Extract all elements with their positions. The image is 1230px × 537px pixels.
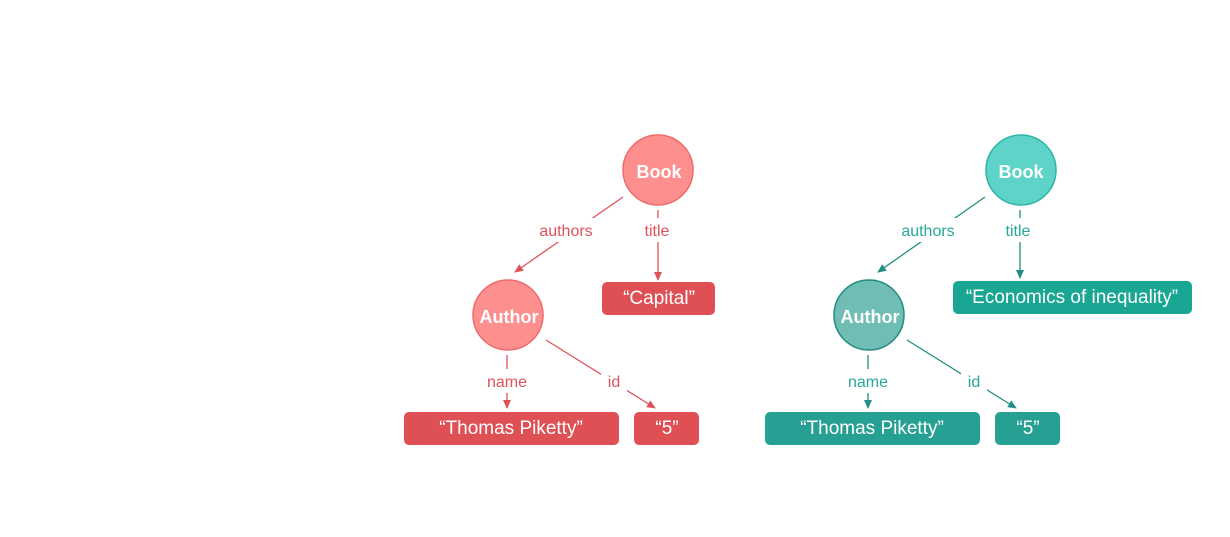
book-node-label: Book xyxy=(637,162,683,182)
edge-label-name: name xyxy=(848,374,888,391)
edge-label-bg xyxy=(997,218,1041,242)
value-box-name xyxy=(404,412,619,445)
edge-label-authors: authors xyxy=(901,223,954,240)
author-node xyxy=(472,279,544,351)
value-id-text: “5” xyxy=(1016,418,1039,439)
edge-label-bg xyxy=(534,218,600,242)
edge-label-bg xyxy=(961,369,987,393)
edge-label-name: name xyxy=(487,374,527,391)
value-box-id xyxy=(634,412,699,445)
book-node xyxy=(622,134,694,206)
edge-label-bg xyxy=(842,369,894,393)
value-name-text: “Thomas Piketty” xyxy=(439,418,583,439)
right-tree: authors title name id Book Author “Econo… xyxy=(765,134,1192,445)
value-title-text: “Capital” xyxy=(623,288,695,309)
value-box-title xyxy=(602,282,715,315)
left-tree: authors title name id Book Author “Capit… xyxy=(404,134,715,445)
edge-label-bg xyxy=(636,218,680,242)
author-node-label: Author xyxy=(841,307,900,327)
edge-label-authors: authors xyxy=(539,223,592,240)
book-node xyxy=(985,134,1057,206)
value-box-id xyxy=(995,412,1060,445)
edge-label-title: title xyxy=(1006,223,1031,240)
edge-label-id: id xyxy=(608,374,620,391)
author-node-label: Author xyxy=(480,307,539,327)
book-node-label: Book xyxy=(999,162,1045,182)
value-id-text: “5” xyxy=(655,418,678,439)
author-node xyxy=(833,279,905,351)
value-box-title xyxy=(953,281,1192,314)
value-name-text: “Thomas Piketty” xyxy=(800,418,944,439)
edge-label-bg xyxy=(481,369,533,393)
edge-label-bg xyxy=(601,369,627,393)
value-title-text: “Economics of inequality” xyxy=(966,287,1178,308)
edge-label-bg xyxy=(896,218,962,242)
value-box-name xyxy=(765,412,980,445)
edge-label-title: title xyxy=(645,223,670,240)
edge-author-id-line xyxy=(545,339,656,409)
edge-label-id: id xyxy=(968,374,980,391)
